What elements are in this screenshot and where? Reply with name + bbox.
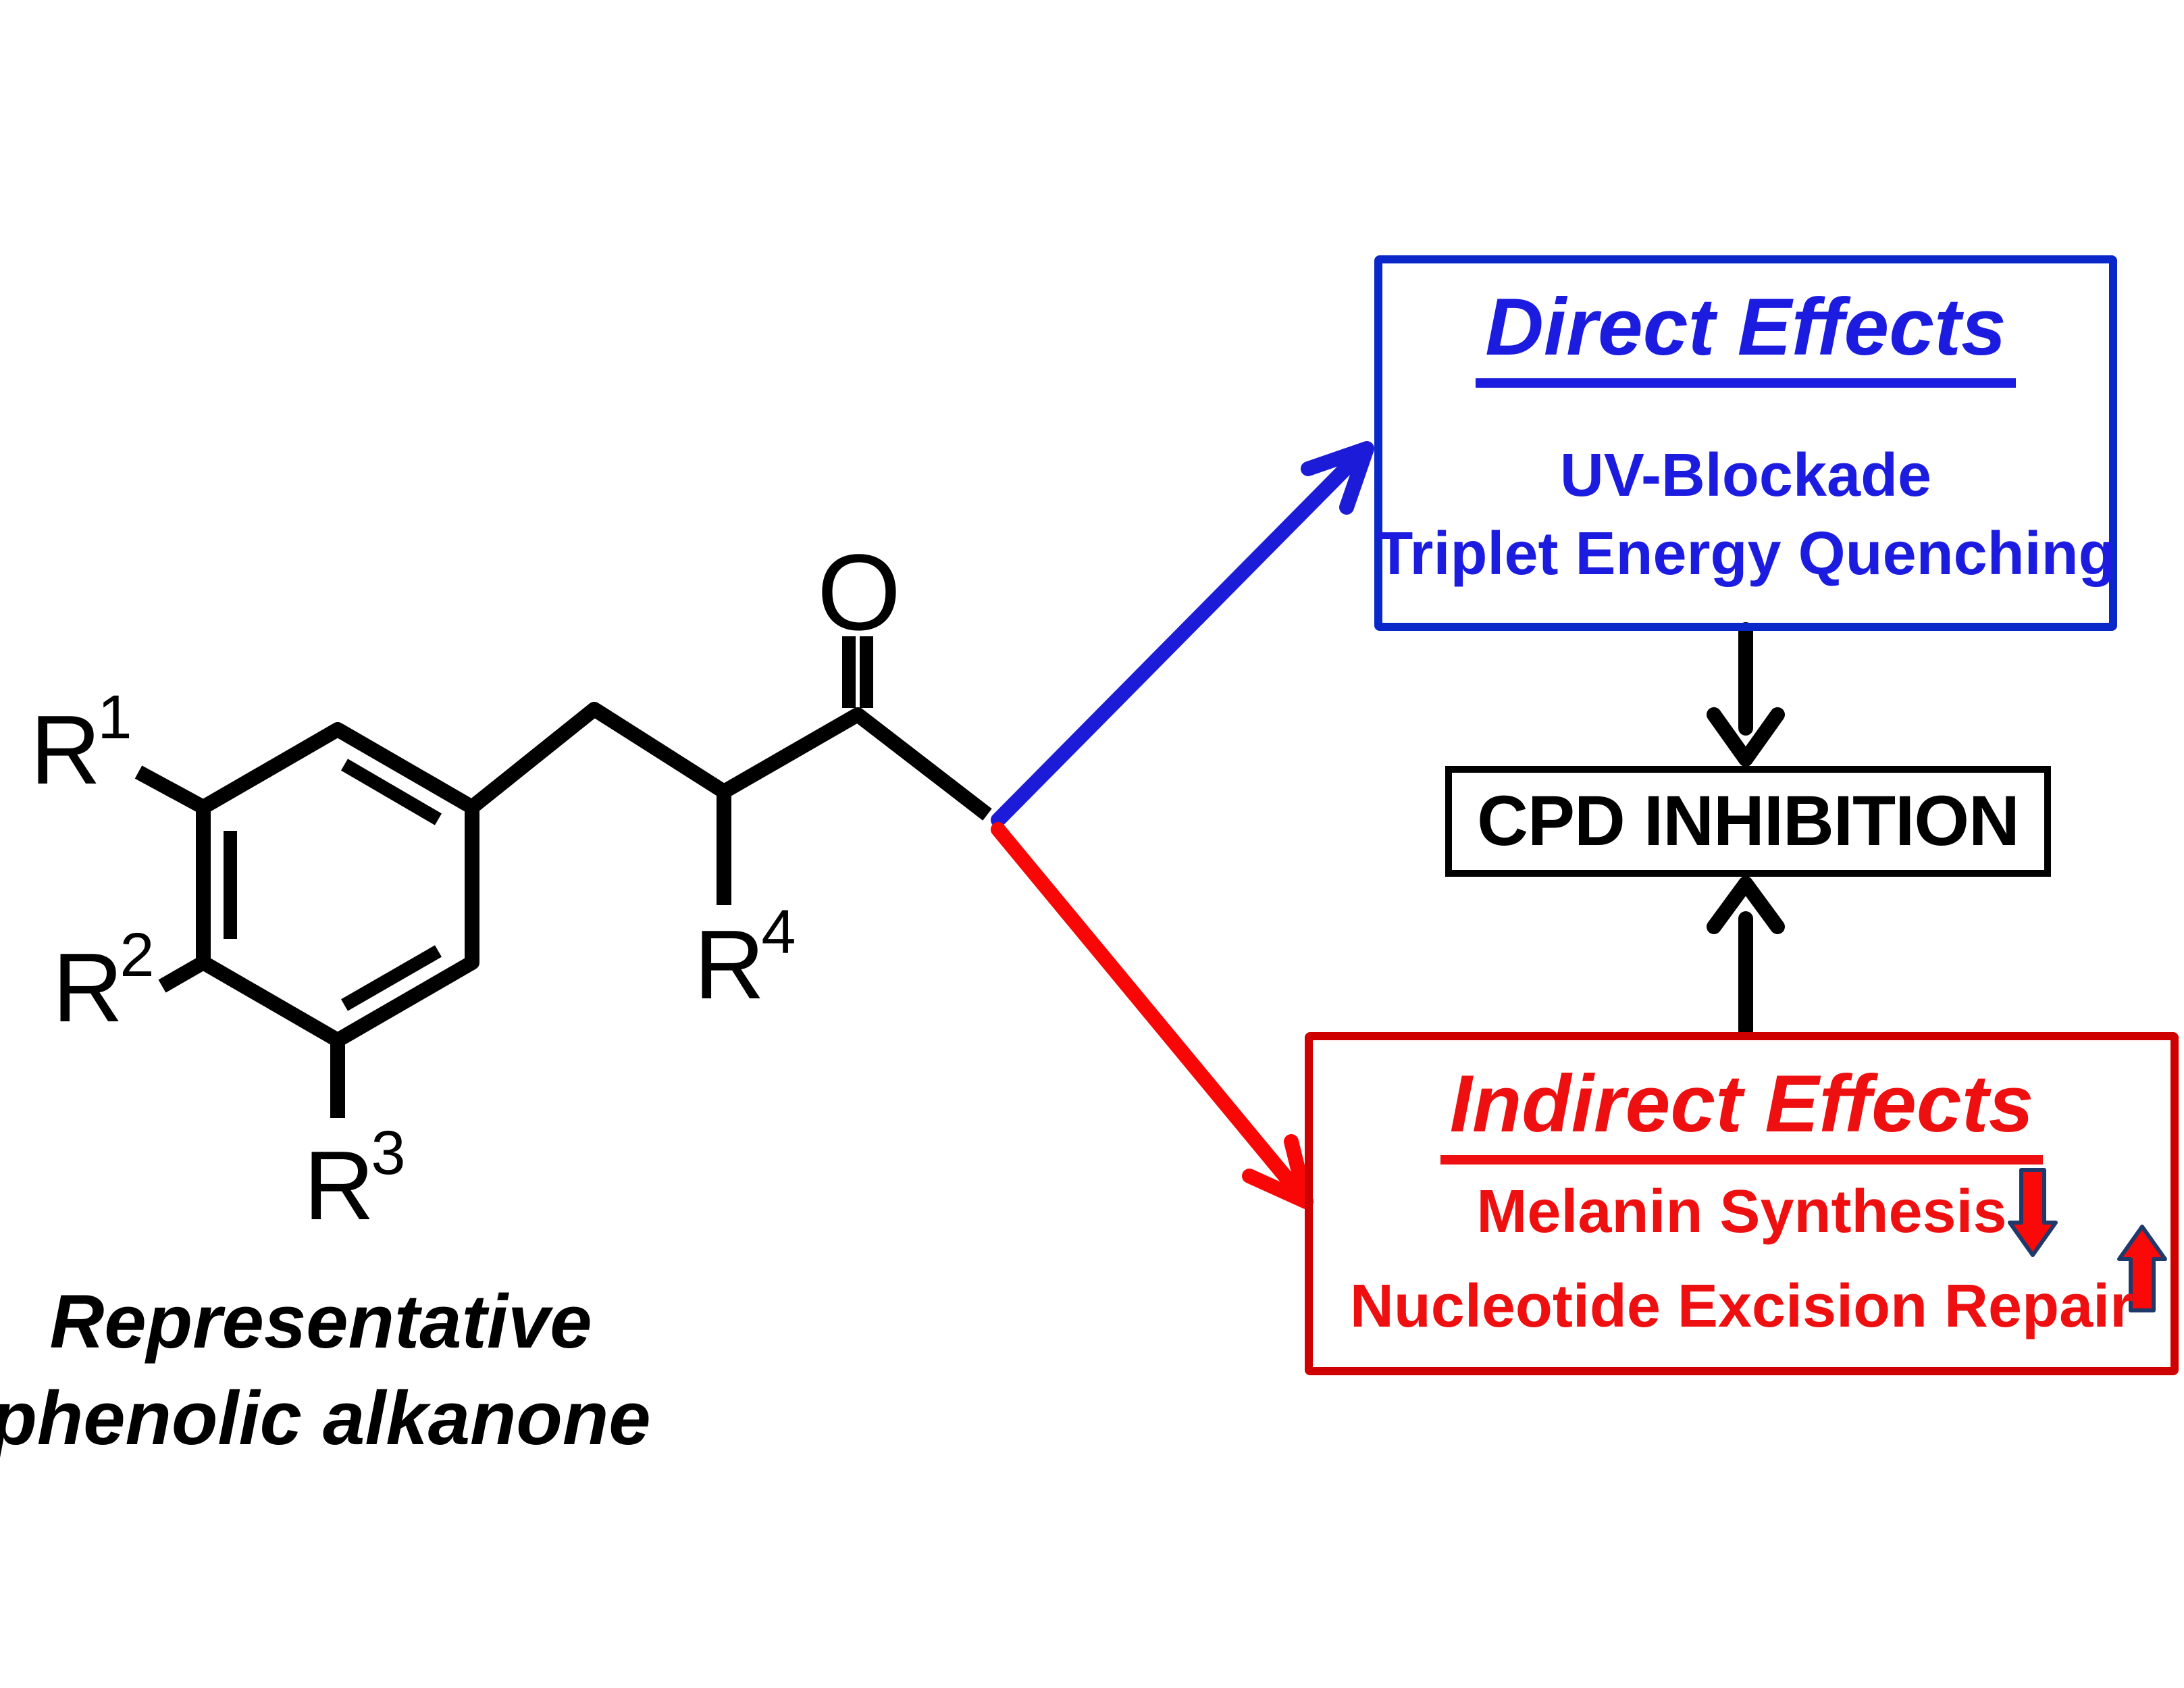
indirect-effects-arrowhead-icon bbox=[1242, 1134, 1314, 1209]
substituent-label-r2: R bbox=[53, 933, 124, 1042]
caption-line-2: phenolic alkanone bbox=[0, 1376, 651, 1461]
down-arrowhead-icon bbox=[1707, 707, 1785, 767]
r2-bond bbox=[158, 956, 207, 993]
aromatic-inner-bond bbox=[341, 945, 442, 1011]
direct-effect-item-triplet-quenching: Triplet Energy Quenching bbox=[1376, 519, 2116, 588]
direct-effects-items: UV-Blockade Triplet Energy Quenching bbox=[1376, 436, 2115, 593]
substituent-label-r3: R bbox=[304, 1131, 375, 1240]
phenolic-alkanone-structure bbox=[134, 636, 992, 1118]
substituent-label-r4: R bbox=[694, 910, 765, 1019]
cpd-inhibition-label: CPD INHIBITION bbox=[1477, 782, 2020, 861]
direct-effects-box: Direct Effects UV-Blockade Triplet Energ… bbox=[1374, 255, 2117, 631]
r1-bond bbox=[134, 765, 207, 814]
indirect-to-cpd-arrow bbox=[1707, 876, 1785, 1038]
benzene-ring-bond bbox=[196, 722, 479, 1048]
direct-to-cpd-arrow bbox=[1707, 622, 1785, 767]
substituent-sup-r3: 3 bbox=[371, 1119, 405, 1187]
alkanone-chain-bond bbox=[467, 702, 992, 821]
caption-line-1: Representative bbox=[49, 1279, 592, 1364]
carbonyl-oxygen-label: O bbox=[817, 532, 901, 653]
direct-effects-arrow bbox=[991, 441, 1374, 827]
structure-caption: Representative phenolic alkanone bbox=[0, 1273, 662, 1467]
direct-effects-arrowhead-icon bbox=[1301, 441, 1374, 515]
indirect-effect-item-ner: Nucleotide Excision Repair bbox=[1349, 1273, 2134, 1341]
substituent-sup-r1: 1 bbox=[97, 683, 132, 752]
indirect-effects-items: Melanin Synthesis Nucleotide Excision Re… bbox=[1350, 1165, 2133, 1354]
aromatic-inner-bond bbox=[340, 759, 442, 825]
indirect-effect-item-melanin: Melanin Synthesis bbox=[1476, 1178, 2007, 1246]
substituent-sup-r4: 4 bbox=[761, 898, 796, 967]
indirect-effects-arrow bbox=[991, 822, 1314, 1209]
indirect-effects-box: Indirect Effects Melanin Synthesis Nucle… bbox=[1305, 1032, 2179, 1375]
substituent-label-r1: R bbox=[30, 695, 101, 804]
substituent-sup-r2: 2 bbox=[120, 921, 154, 990]
direct-effects-title: Direct Effects bbox=[1476, 282, 2016, 388]
indirect-effects-title: Indirect Effects bbox=[1440, 1059, 2044, 1165]
direct-effect-item-uv-blockade: UV-Blockade bbox=[1559, 441, 1932, 509]
up-arrowhead-icon bbox=[1707, 876, 1785, 934]
cpd-inhibition-box: CPD INHIBITION bbox=[1445, 766, 2051, 877]
